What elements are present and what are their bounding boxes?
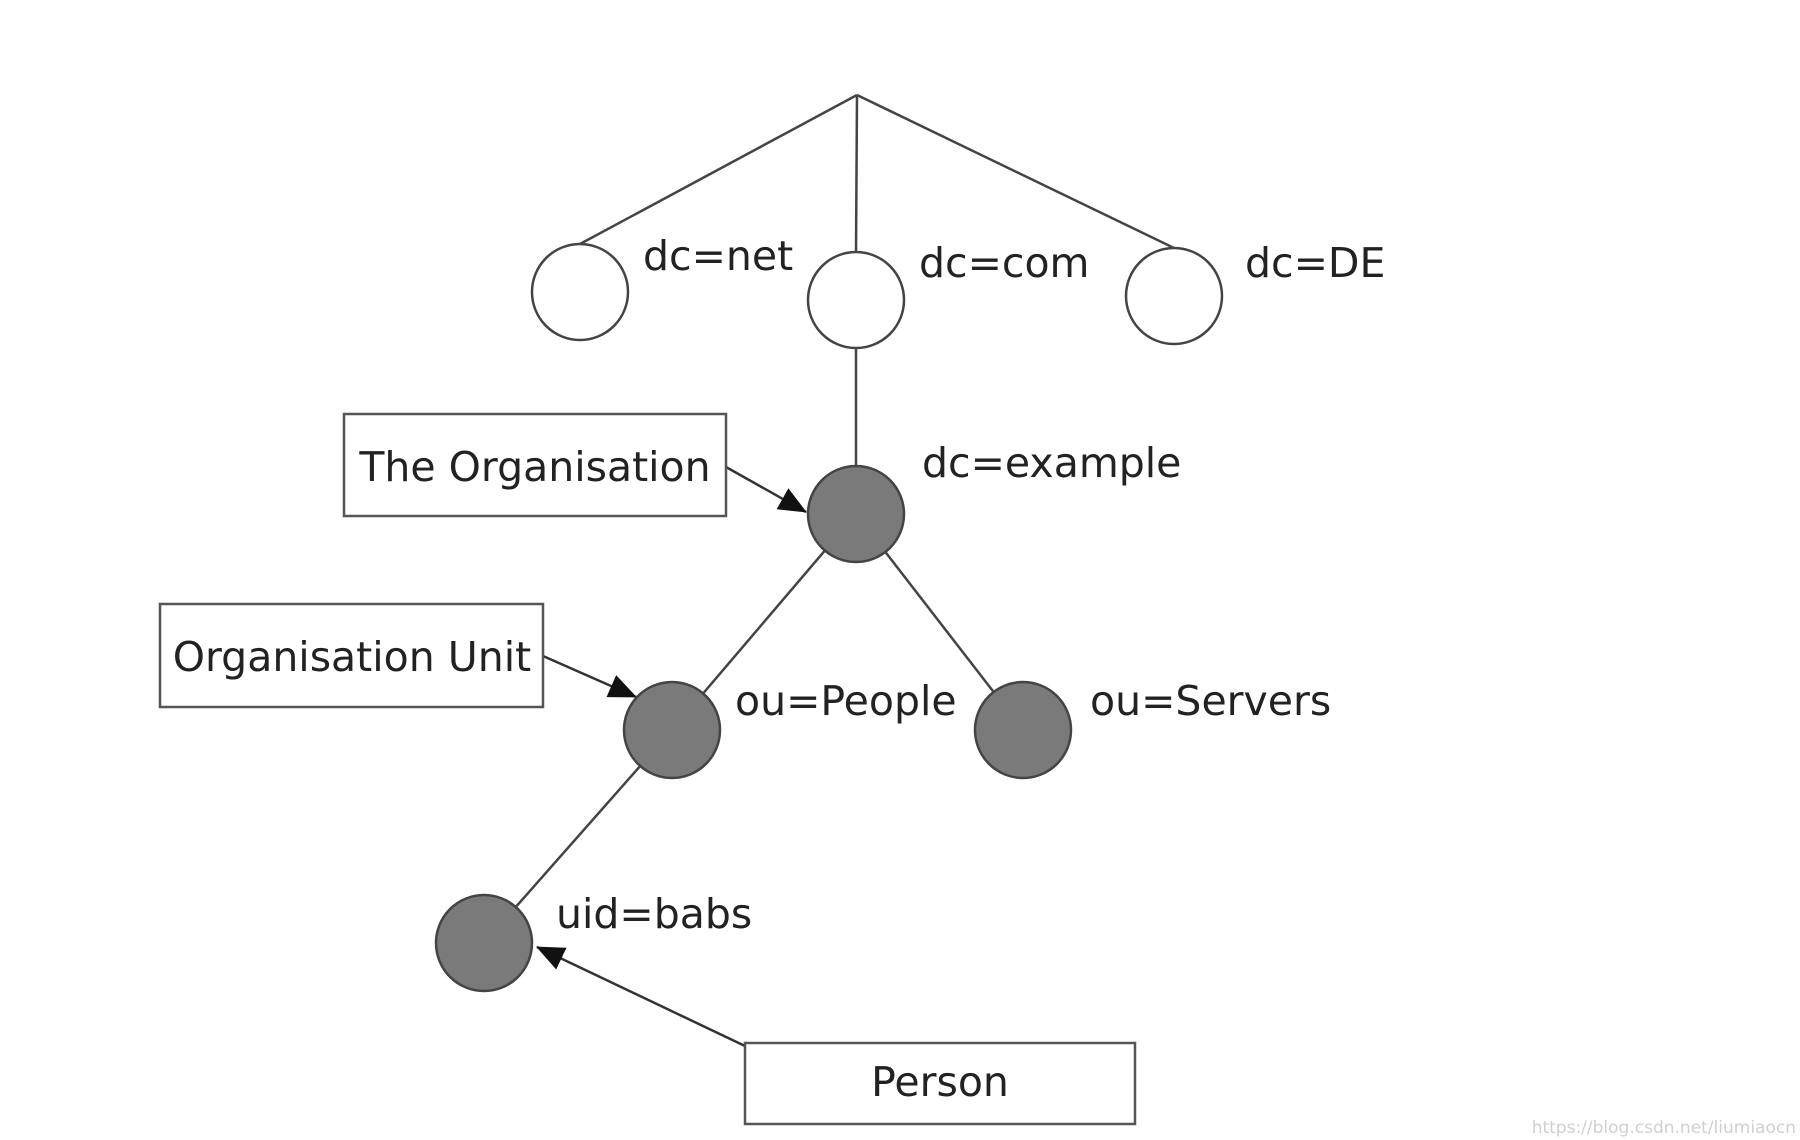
nodes: dc=net dc=com dc=DE dc=example ou=People ou=S… [434, 232, 1385, 993]
node-label-dc-com: dc=com [919, 239, 1090, 287]
edges [514, 93, 1175, 908]
node-label-dc-de: dc=DE [1245, 239, 1385, 287]
callout-pointers [536, 465, 807, 1048]
node-ou-people [622, 680, 722, 780]
watermark-text: https://blog.csdn.net/liumiaocn [1532, 1118, 1796, 1138]
callout-label-organisation-unit: Organisation Unit [173, 633, 531, 681]
node-label-dc-example: dc=example [922, 439, 1181, 487]
node-label-ou-servers: ou=Servers [1090, 677, 1331, 725]
edge-root-to-dc-de [856, 93, 1175, 250]
node-dc-example [806, 464, 906, 564]
node-label-ou-people: ou=People [735, 677, 957, 725]
node-label-uid-babs: uid=babs [556, 890, 752, 938]
node-dc-de [1124, 246, 1224, 346]
edge-root-to-dc-net [579, 93, 858, 246]
node-uid-babs [434, 893, 534, 993]
callout-label-the-organisation: The Organisation [358, 443, 710, 491]
callout-box-organisation-unit [158, 602, 545, 709]
node-label-dc-net: dc=net [643, 232, 793, 280]
callout-arrow-person [536, 945, 746, 1048]
callout-box-person [743, 1041, 1137, 1126]
callout-box-the-organisation [342, 412, 728, 518]
edge-dc-example-to-ou-servers [884, 551, 995, 693]
callout-label-person: Person [871, 1058, 1009, 1106]
edge-ou-people-to-uid-babs [514, 765, 642, 908]
edge-dc-example-to-ou-people [702, 549, 826, 695]
node-ou-servers [973, 680, 1073, 780]
callout-arrow-organisation-unit [542, 654, 637, 699]
callout-arrow-the-organisation [725, 465, 807, 514]
node-dc-net [530, 242, 630, 342]
edge-root-to-dc-com [854, 94, 859, 253]
node-dc-com [806, 250, 906, 350]
